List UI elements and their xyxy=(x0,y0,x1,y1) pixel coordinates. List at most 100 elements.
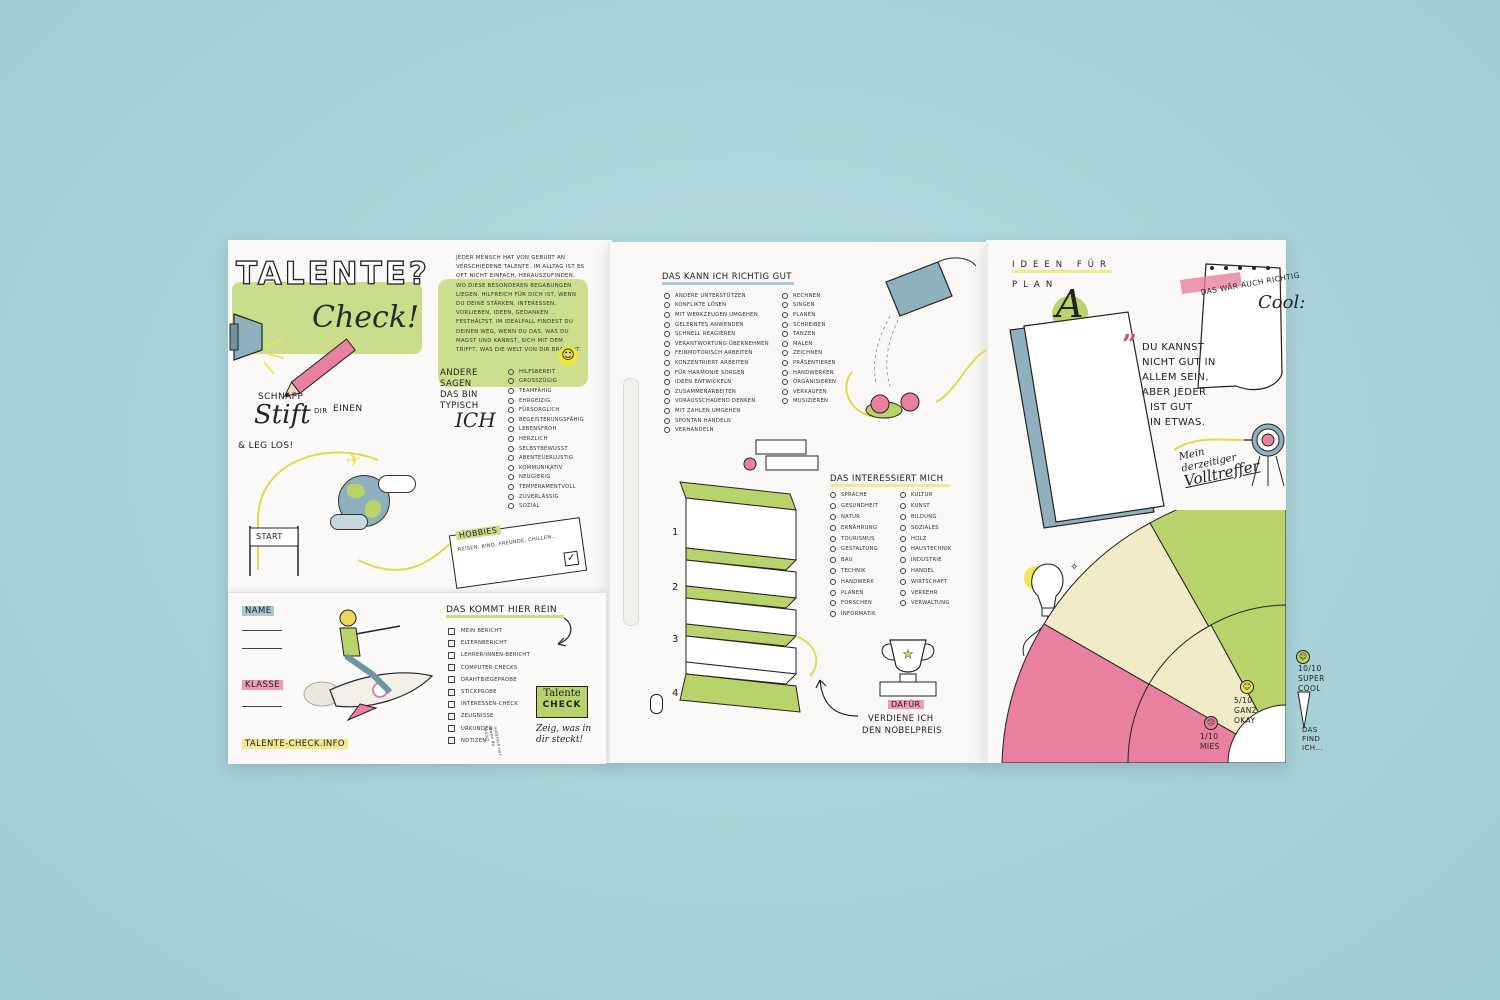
list-item[interactable]: Drahtbiegeprobe xyxy=(448,674,530,686)
list-item[interactable]: Malen xyxy=(782,339,836,349)
list-item[interactable]: Mit Zahlen umgehen xyxy=(664,406,769,416)
list-item[interactable]: Technik xyxy=(830,566,878,577)
list-item[interactable]: Konzentriert arbeiten xyxy=(664,358,769,368)
list-item[interactable]: Soziales xyxy=(900,522,952,533)
radio-circle[interactable] xyxy=(782,350,788,357)
list-item[interactable]: Informatik xyxy=(830,609,878,620)
list-item[interactable]: Forschen xyxy=(830,598,878,609)
radio-circle[interactable] xyxy=(508,378,514,385)
radio-circle[interactable] xyxy=(508,503,514,510)
radio-circle[interactable] xyxy=(508,445,514,452)
list-item[interactable]: Andere unterstützen xyxy=(664,291,769,301)
list-item[interactable]: Kunst xyxy=(900,501,952,512)
list-item[interactable]: Zeugnisse xyxy=(448,710,530,722)
list-item[interactable]: Handwerk xyxy=(830,576,878,587)
list-item[interactable]: Organisieren xyxy=(782,377,836,387)
radio-circle[interactable] xyxy=(782,388,788,395)
radio-circle[interactable] xyxy=(664,350,670,357)
list-item[interactable]: Lebensfroh xyxy=(508,425,584,435)
list-item[interactable]: Interessen-Check xyxy=(448,698,530,710)
radio-circle[interactable] xyxy=(830,567,836,574)
radio-circle[interactable] xyxy=(782,331,788,338)
list-item[interactable]: Grosszügig xyxy=(508,377,584,387)
checkbox[interactable] xyxy=(448,664,455,672)
list-item[interactable]: Spontan handeln xyxy=(664,416,769,426)
radio-circle[interactable] xyxy=(664,311,670,318)
checkbox[interactable] xyxy=(448,737,455,745)
radio-circle[interactable] xyxy=(900,503,906,510)
radio-circle[interactable] xyxy=(664,292,670,299)
radio-circle[interactable] xyxy=(830,589,836,596)
list-item[interactable]: Temperamentvoll xyxy=(508,482,584,492)
list-item[interactable]: Tanzen xyxy=(782,329,836,339)
list-item[interactable]: Handwerken xyxy=(782,368,836,378)
list-item[interactable]: Industrie xyxy=(900,555,952,566)
radio-circle[interactable] xyxy=(782,379,788,386)
radio-circle[interactable] xyxy=(664,321,670,328)
list-item[interactable]: Verhandeln xyxy=(664,425,769,435)
list-item[interactable]: Fürsorglich xyxy=(508,405,584,415)
radio-circle[interactable] xyxy=(782,359,788,366)
list-item[interactable]: Verkaufen xyxy=(782,387,836,397)
list-item[interactable]: Mein Bericht xyxy=(448,625,530,637)
checkbox[interactable] xyxy=(448,627,455,635)
radio-circle[interactable] xyxy=(900,524,906,531)
list-item[interactable]: Verkehr xyxy=(900,587,952,598)
klasse-line[interactable] xyxy=(242,706,282,707)
radio-circle[interactable] xyxy=(782,292,788,299)
radio-circle[interactable] xyxy=(830,578,836,585)
list-item[interactable]: Wirtschaft xyxy=(900,576,952,587)
list-item[interactable]: Planen xyxy=(830,587,878,598)
radio-circle[interactable] xyxy=(830,557,836,564)
list-item[interactable]: Notizen xyxy=(448,735,530,747)
list-item[interactable]: Für Harmonie sorgen xyxy=(664,368,769,378)
list-item[interactable]: Kommunikativ xyxy=(508,463,584,473)
list-item[interactable]: Verantwortung übernehmen xyxy=(664,339,769,349)
list-item[interactable]: Bau xyxy=(830,555,878,566)
radio-circle[interactable] xyxy=(664,359,670,366)
checkbox[interactable] xyxy=(448,700,455,708)
list-item[interactable]: Haustechnik xyxy=(900,544,952,555)
radio-circle[interactable] xyxy=(508,426,514,433)
radio-circle[interactable] xyxy=(508,416,514,423)
radio-circle[interactable] xyxy=(508,483,514,490)
list-item[interactable]: Schnell reagieren xyxy=(664,329,769,339)
radio-circle[interactable] xyxy=(830,492,836,499)
radio-circle[interactable] xyxy=(830,546,836,553)
list-item[interactable]: Verwaltung xyxy=(900,598,952,609)
list-item[interactable]: Begeisterungsfähig xyxy=(508,415,584,425)
list-item[interactable]: Neugierig xyxy=(508,473,584,483)
list-item[interactable]: Urkunden xyxy=(448,723,530,735)
radio-circle[interactable] xyxy=(830,600,836,607)
name-line-2[interactable] xyxy=(242,648,282,649)
list-item[interactable]: Feinmotorisch arbeiten xyxy=(664,349,769,359)
list-item[interactable]: Teamfähig xyxy=(508,386,584,396)
list-item[interactable]: Ernährung xyxy=(830,522,878,533)
radio-circle[interactable] xyxy=(782,340,788,347)
list-item[interactable]: Konflikte lösen xyxy=(664,301,769,311)
radio-circle[interactable] xyxy=(664,302,670,309)
list-item[interactable]: Sprache xyxy=(830,490,878,501)
list-item[interactable]: Zuverlässig xyxy=(508,492,584,502)
list-item[interactable]: Präsentieren xyxy=(782,358,836,368)
list-item[interactable]: Selbstbewusst xyxy=(508,444,584,454)
checkbox[interactable] xyxy=(448,676,455,684)
radio-circle[interactable] xyxy=(900,535,906,542)
radio-circle[interactable] xyxy=(664,369,670,376)
radio-circle[interactable] xyxy=(664,417,670,424)
radio-circle[interactable] xyxy=(900,567,906,574)
list-item[interactable]: Computer-Checks xyxy=(448,662,530,674)
list-item[interactable]: Kultur xyxy=(900,490,952,501)
list-item[interactable]: Ehrgeizig xyxy=(508,396,584,406)
radio-circle[interactable] xyxy=(508,474,514,481)
radio-circle[interactable] xyxy=(782,302,788,309)
radio-circle[interactable] xyxy=(664,388,670,395)
checkbox[interactable] xyxy=(448,688,455,696)
radio-circle[interactable] xyxy=(900,513,906,520)
radio-circle[interactable] xyxy=(508,493,514,500)
list-item[interactable]: Zusammenarbeiten xyxy=(664,387,769,397)
list-item[interactable]: Hilfsbereit xyxy=(508,367,584,377)
radio-circle[interactable] xyxy=(782,369,788,376)
radio-circle[interactable] xyxy=(830,524,836,531)
radio-circle[interactable] xyxy=(508,407,514,414)
